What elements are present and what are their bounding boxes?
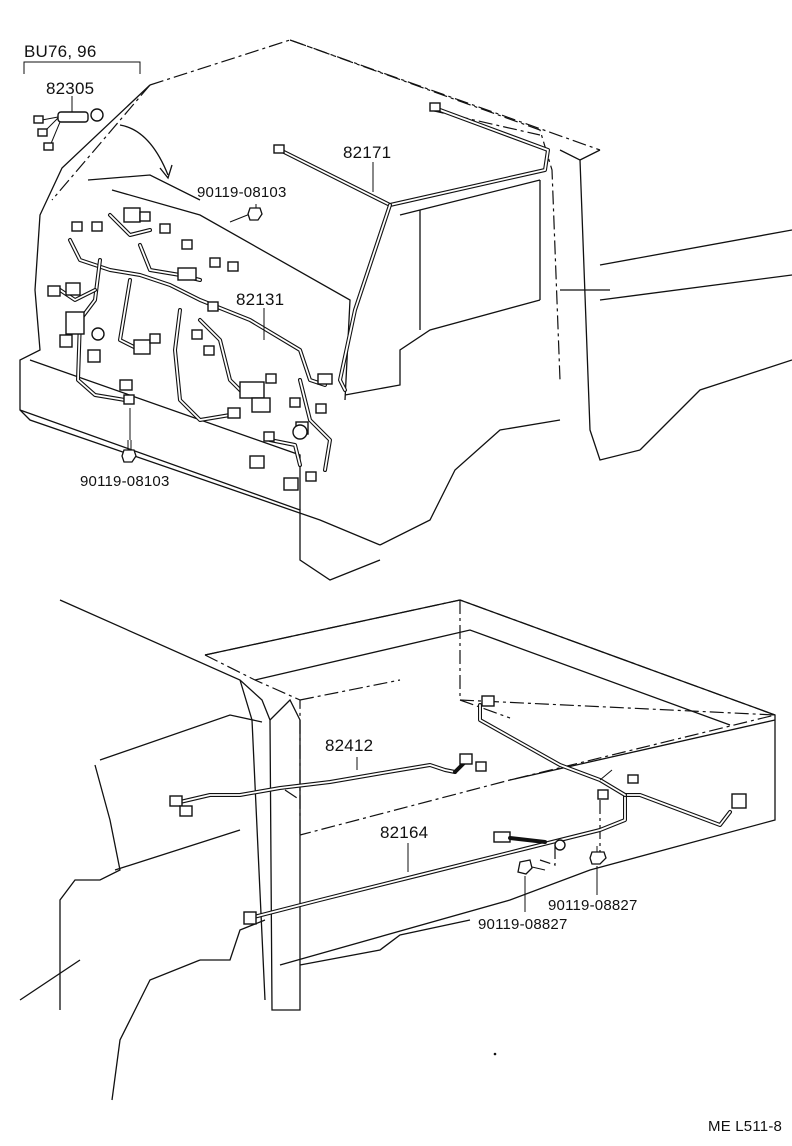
variant-label: BU76, 96 [24,42,96,61]
harness-82171 [273,102,550,392]
bed-outline [204,599,778,836]
direction-arrow [119,124,169,176]
harness-82412 [169,753,487,817]
lower-assembly [19,599,778,1101]
bolt-90119-08827-a [517,859,546,912]
part-label: 82305 [46,79,94,98]
cab-body-outline [19,84,381,546]
bolt-part-label: 90119-08103 [80,473,170,490]
cab-roof-outline [149,39,561,381]
bolt-part-label: 90119-08827 [548,897,638,914]
harness-82131 [58,213,332,472]
part-label: 82131 [236,290,284,309]
part-label: 82164 [380,823,428,842]
part-label: 82171 [343,143,391,162]
part-label: 82412 [325,736,373,755]
harness-82164 [243,695,747,925]
variant-bracket [23,61,141,74]
upper-assembly [19,39,792,581]
bed-body [279,599,776,966]
part-82305-socket [33,100,104,151]
bolt-part-label: 90119-08103 [197,184,287,201]
bolt-part-label: 90119-08827 [478,916,568,933]
bolt-90119-08103-b [121,408,137,463]
bolt-90119-08103-a [229,204,263,223]
upper-connectors [47,207,333,491]
figure-code: ME L511-8 [708,1118,782,1135]
bolt-90119-08827-b [589,846,607,895]
